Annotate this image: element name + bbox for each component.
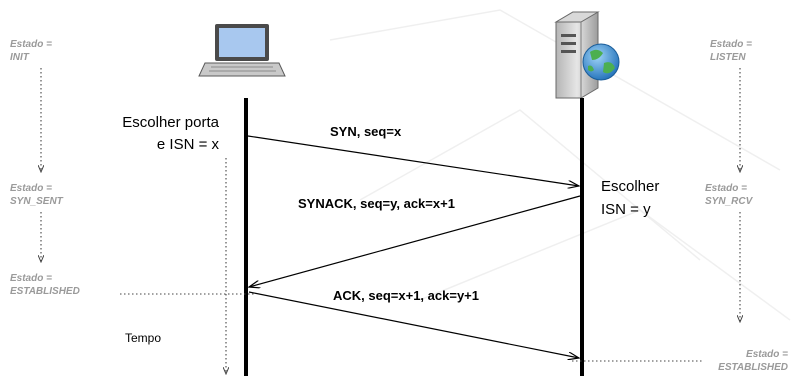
svg-text:Estado =: Estado =	[10, 183, 52, 194]
svg-text:SYN_SENT: SYN_SENT	[10, 196, 64, 207]
ack-arrow	[248, 291, 579, 358]
syn-arrow	[247, 135, 579, 186]
syn-label: SYN, seq=x	[330, 124, 402, 139]
server-state-listen: Estado = LISTEN	[710, 39, 752, 63]
svg-text:Estado =: Estado =	[10, 273, 52, 284]
laptop-icon	[198, 24, 286, 77]
svg-text:ESTABLISHED: ESTABLISHED	[10, 286, 80, 297]
svg-text:Estado =: Estado =	[746, 349, 788, 360]
svg-text:ISN = y: ISN = y	[601, 201, 651, 218]
svg-text:Estado =: Estado =	[710, 39, 752, 50]
server-state-established: Estado = ESTABLISHED	[718, 349, 788, 373]
synack-arrow	[249, 195, 581, 287]
svg-text:INIT: INIT	[10, 52, 30, 63]
server-isn-note: Escolher ISN = y	[601, 178, 659, 218]
server-state-syn-rcv: Estado = SYN_RCV	[705, 183, 754, 207]
svg-text:LISTEN: LISTEN	[710, 52, 746, 63]
client-state-syn-sent: Estado = SYN_SENT	[10, 183, 64, 207]
client-isn-note: Escolher porta e ISN = x	[122, 114, 219, 153]
watermark	[329, 9, 791, 321]
ack-label: ACK, seq=x+1, ack=y+1	[333, 288, 479, 303]
svg-text:Estado =: Estado =	[705, 183, 747, 194]
server-globe-icon	[554, 11, 620, 99]
svg-text:SYN_RCV: SYN_RCV	[705, 196, 754, 207]
svg-text:Escolher porta: Escolher porta	[122, 114, 219, 131]
svg-text:Estado =: Estado =	[10, 39, 52, 50]
svg-text:Escolher: Escolher	[601, 178, 659, 195]
time-label: Tempo	[125, 331, 161, 345]
svg-text:e ISN = x: e ISN = x	[157, 136, 220, 153]
client-state-init: Estado = INIT	[10, 39, 52, 63]
synack-label: SYNACK, seq=y, ack=x+1	[298, 196, 455, 211]
svg-text:ESTABLISHED: ESTABLISHED	[718, 362, 788, 373]
client-state-established: Estado = ESTABLISHED	[10, 273, 80, 297]
